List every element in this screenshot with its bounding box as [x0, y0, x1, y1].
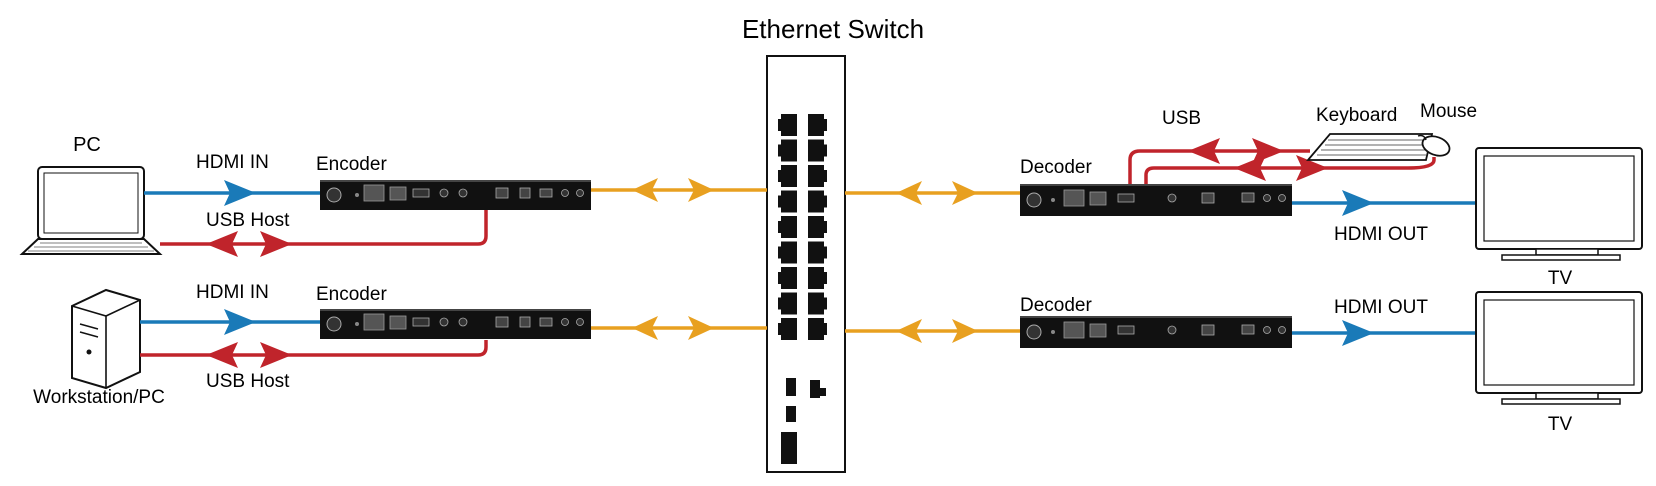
hdmi-out-label: HDMI OUT — [1334, 297, 1428, 318]
usb-host-label: USB Host — [206, 371, 290, 392]
mouse-label: Mouse — [1420, 101, 1477, 122]
hdmi-arrow-icon — [224, 180, 256, 206]
workstation-tower-icon — [71, 288, 141, 390]
tv-icon — [1475, 147, 1643, 261]
ethernet-port-icon — [778, 241, 797, 264]
usb-arrow-icon — [260, 342, 292, 368]
decoder-label: Decoder — [1020, 295, 1092, 316]
usb-arrow-icon — [1234, 155, 1266, 181]
hdmi-arrow-icon — [1342, 190, 1374, 216]
usb-mouse-link — [1144, 157, 1436, 184]
ethernet-port-icon — [808, 292, 827, 315]
usb-host-link — [140, 340, 488, 357]
usb-arrow-icon — [206, 231, 238, 257]
decoder-label: Decoder — [1020, 157, 1092, 178]
hdmi-out-label: HDMI OUT — [1334, 224, 1428, 245]
ethernet-port-icon — [808, 318, 827, 340]
switch-title: Ethernet Switch — [742, 14, 924, 44]
ethernet-port-icon — [808, 165, 827, 187]
ethernet-port-icon — [778, 292, 797, 315]
workstation-label: Workstation/PC — [33, 387, 165, 408]
mouse-icon — [1417, 134, 1451, 157]
encoder-label: Encoder — [316, 284, 387, 305]
usb-keyboard-link — [1128, 149, 1310, 184]
ethernet-port-icon — [808, 241, 827, 264]
ethernet-arrows — [632, 178, 978, 343]
ethernet-port-icon — [808, 139, 827, 162]
hdmi-in-label: HDMI IN — [196, 152, 269, 173]
ethernet-port-icon — [808, 114, 827, 136]
keyboard-icon — [1306, 133, 1434, 161]
hdmi-in-label: HDMI IN — [196, 282, 269, 303]
ethernet-port-icon — [778, 318, 797, 340]
usb-arrow-icon — [1296, 155, 1328, 181]
usb-arrow-icon — [1188, 138, 1220, 164]
ethernet-port-icon — [778, 216, 797, 238]
ethernet-port-icon — [808, 267, 827, 289]
decoder-device — [1020, 316, 1292, 348]
encoder-device — [320, 180, 591, 210]
pc-laptop-icon — [19, 166, 163, 255]
encoder-device — [320, 309, 591, 339]
hdmi-arrow-icon — [224, 309, 256, 335]
usb-host-link — [160, 210, 488, 246]
decoder-device — [1020, 184, 1292, 216]
ethernet-port-icon — [778, 114, 797, 136]
ethernet-port-icon — [778, 190, 797, 213]
ethernet-port-icon — [778, 165, 797, 187]
encoder-label: Encoder — [316, 154, 387, 175]
pc-label: PC — [73, 134, 101, 156]
usb-host-label: USB Host — [206, 210, 290, 231]
tv-label: TV — [1548, 268, 1573, 289]
keyboard-label: Keyboard — [1316, 105, 1397, 126]
ethernet-port-icon — [778, 267, 797, 289]
ethernet-links — [591, 188, 1020, 333]
usb-label: USB — [1162, 108, 1201, 129]
ethernet-port-icon — [808, 190, 827, 213]
ethernet-port-icon — [778, 139, 797, 162]
tv-icon — [1475, 291, 1643, 405]
tv-label: TV — [1548, 414, 1573, 435]
switch-ports — [778, 114, 827, 340]
ethernet-switch — [766, 55, 846, 473]
usb-arrow-icon — [206, 342, 238, 368]
usb-arrow-icon — [260, 231, 292, 257]
ethernet-port-icon — [808, 216, 827, 238]
hdmi-arrow-icon — [1342, 320, 1374, 346]
